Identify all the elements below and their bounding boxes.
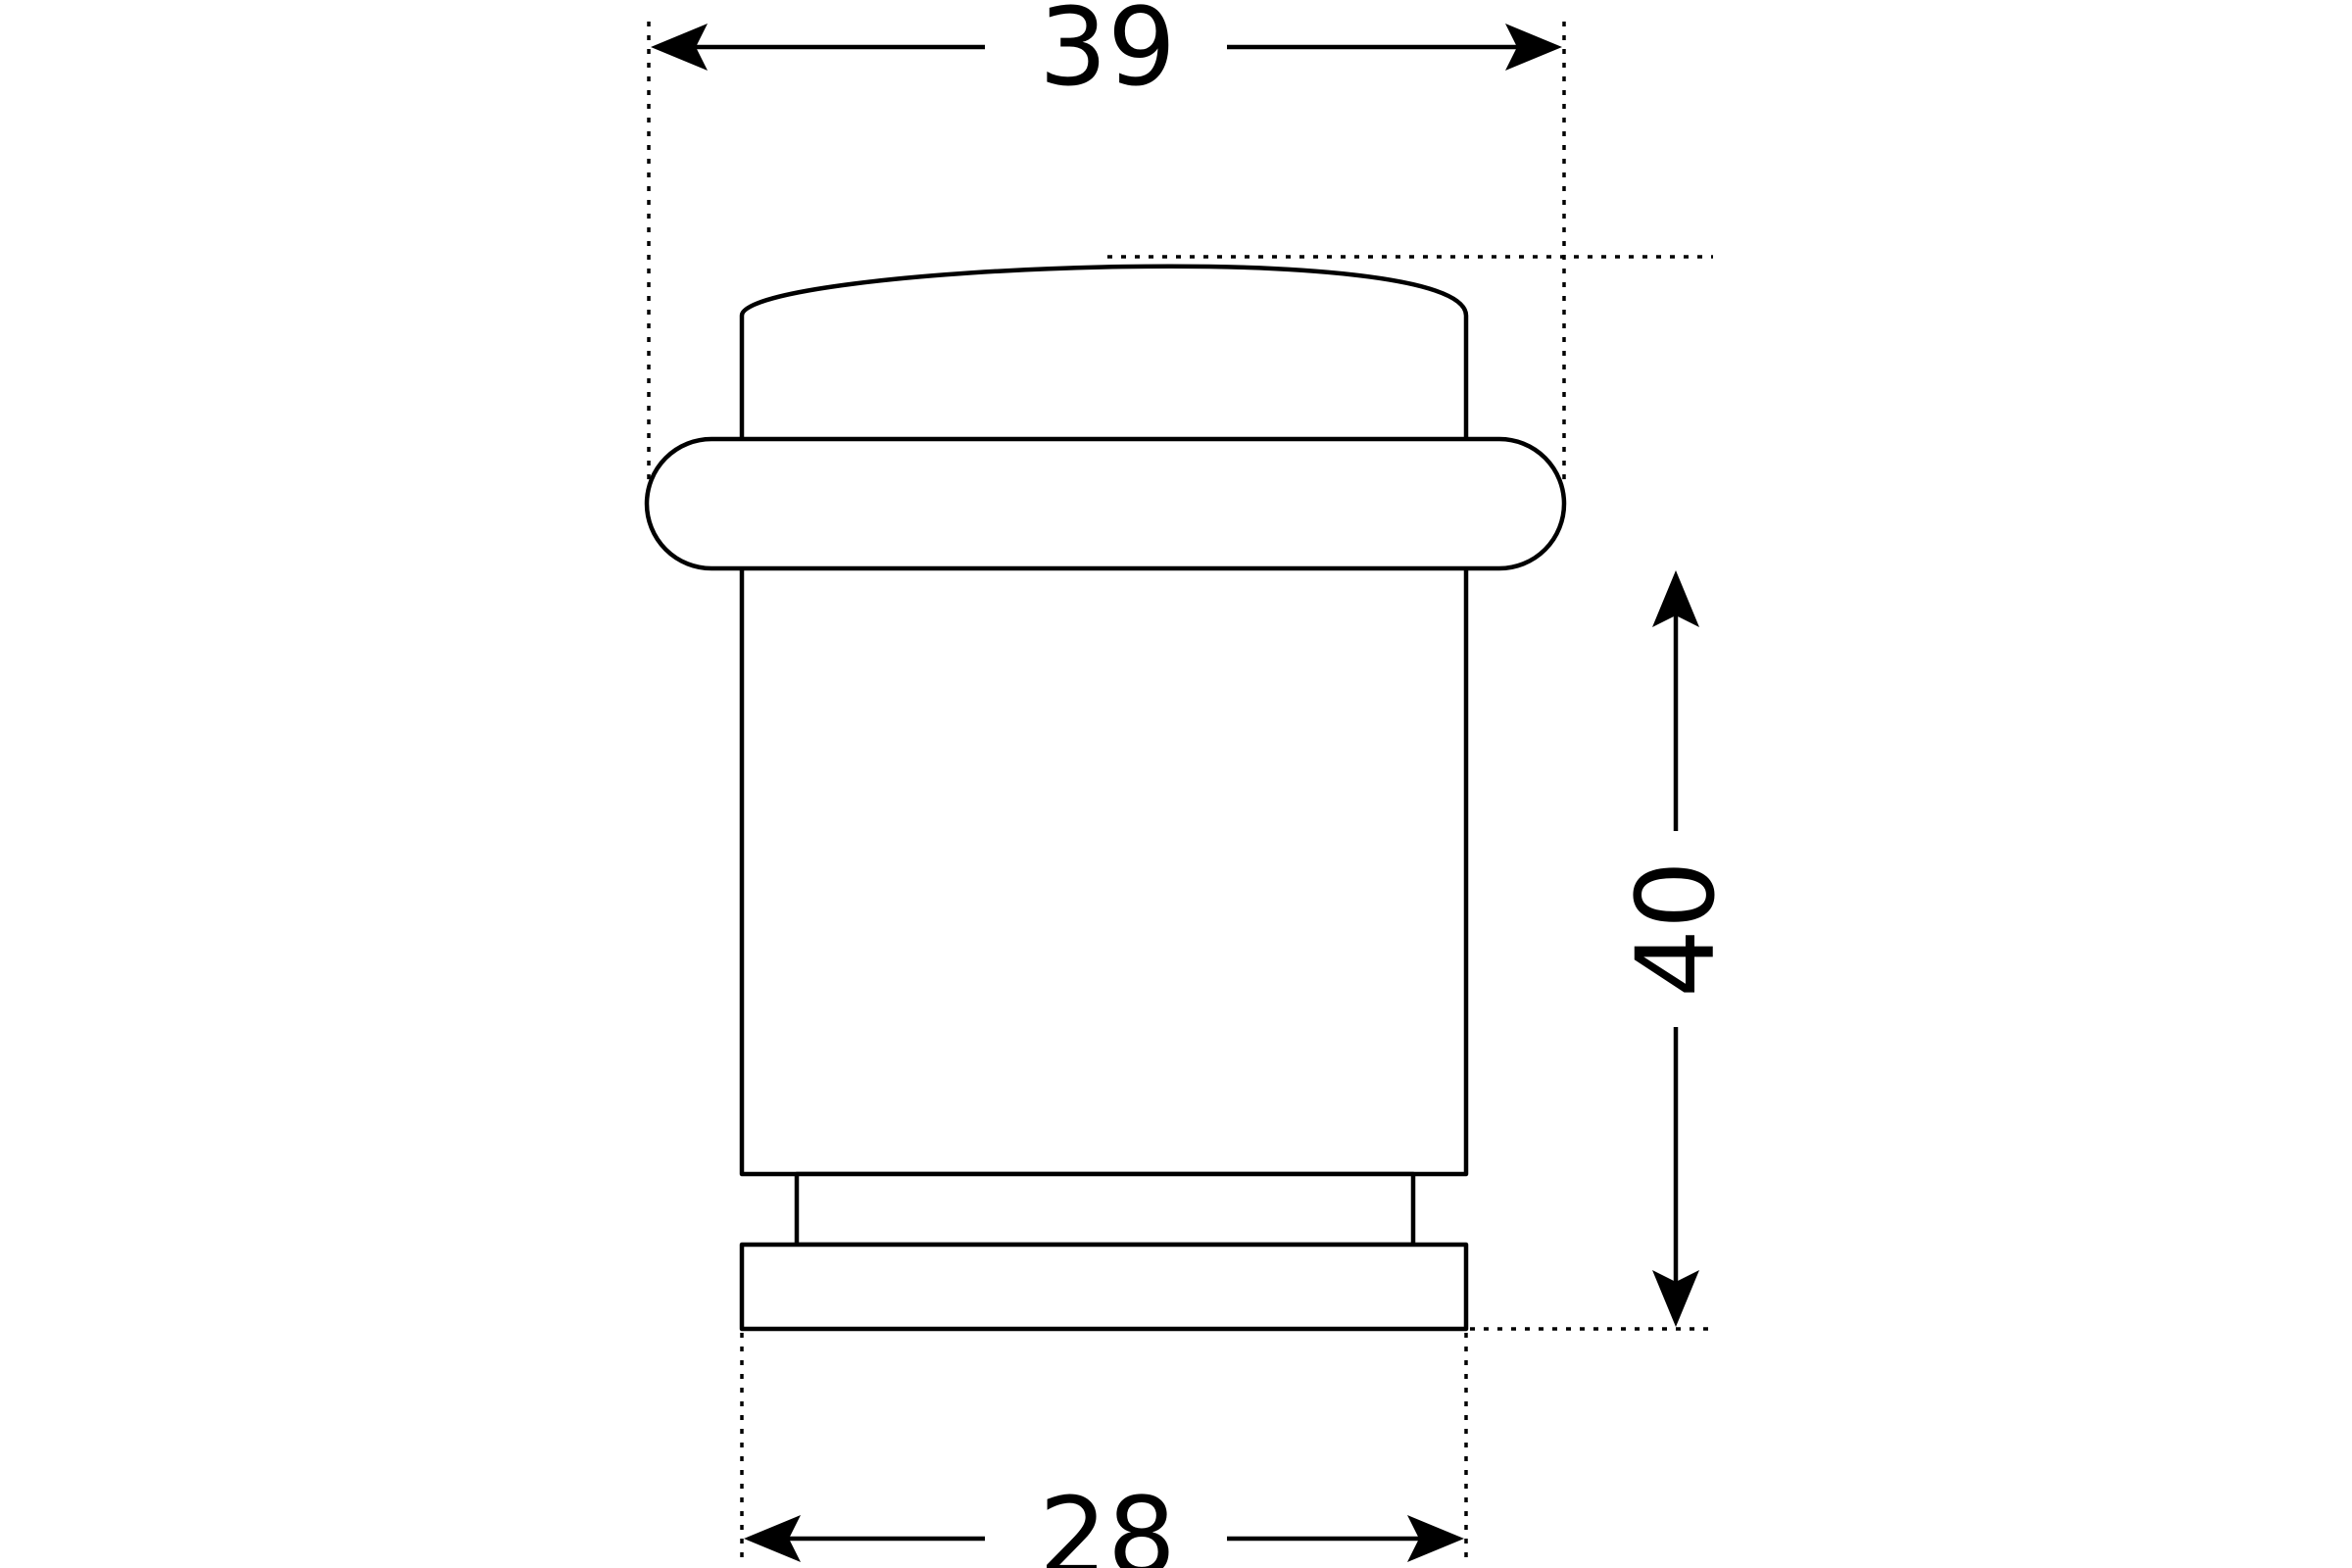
- arrowhead-left-icon: [651, 24, 708, 71]
- dimension-label-top-width: 39: [1039, 0, 1176, 110]
- arrowhead-down-icon: [1652, 1270, 1699, 1327]
- dimension-height: 40: [1613, 570, 1739, 1327]
- arrowhead-left-icon: [744, 1515, 801, 1562]
- dimension-top-width: 39: [651, 0, 1562, 110]
- arrowhead-up-icon: [1652, 570, 1699, 627]
- dimension-base-width: 28: [744, 1474, 1464, 1568]
- dimension-label-height: 40: [1613, 860, 1739, 998]
- arrowhead-right-icon: [1407, 1515, 1464, 1562]
- domed-cap: [739, 264, 1469, 439]
- neck: [794, 1171, 1416, 1248]
- door-stop-part: [644, 264, 1567, 1332]
- base-plate: [739, 1242, 1469, 1332]
- dimension-label-base-width: 28: [1039, 1474, 1176, 1568]
- extension-lines: [647, 22, 1713, 1558]
- cylinder-body: [739, 564, 1469, 1177]
- rubber-ring: [644, 436, 1567, 571]
- arrowhead-right-icon: [1505, 24, 1562, 71]
